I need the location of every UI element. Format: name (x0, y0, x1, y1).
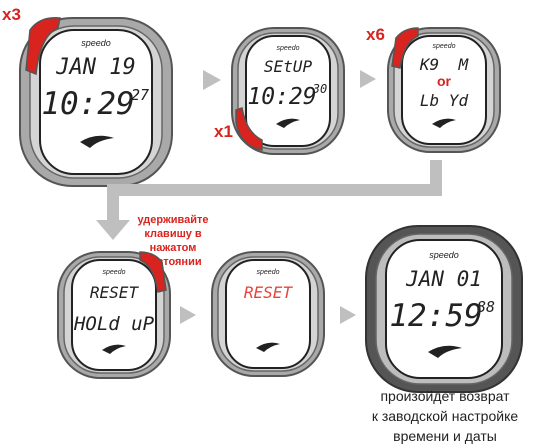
hold-note-line: нажатом (150, 242, 197, 254)
press-count-x1: x1 (214, 122, 233, 141)
caption-line: времени и даты (393, 428, 497, 444)
lcd-line-2: 10:29 (41, 86, 134, 122)
brand-logo: speedo (81, 38, 111, 48)
brand-logo: speedo (429, 250, 459, 260)
button-top-right-highlight (139, 251, 167, 293)
lcd-line-1: JAN 01 (405, 267, 482, 291)
arrow-right-icon (180, 306, 196, 324)
arrow-right-icon (203, 70, 221, 90)
watch-2: speedo SEtUP 10:29 30 (231, 27, 345, 155)
caption: произойдет возврат к заводской настройке… (372, 388, 519, 444)
speedo-logo-icon (428, 345, 462, 358)
brand-logo: speedo (277, 45, 300, 52)
hold-note-line: удерживайте (137, 214, 208, 226)
press-count-x3: x3 (2, 5, 21, 24)
lcd-or-label: or (437, 73, 452, 89)
brand-logo: speedo (257, 269, 280, 276)
caption-line: произойдет возврат (380, 388, 510, 404)
watch-4: speedo RESET HOLd uP (57, 251, 171, 379)
press-count-x6: x6 (366, 25, 385, 44)
lcd-line-2: 12:59 (389, 298, 482, 334)
arrow-down-icon (96, 220, 130, 240)
lcd-seconds: 27 (131, 86, 149, 104)
caption-line: к заводской настройке (372, 408, 519, 424)
watch-3: speedo K9 M or Lb Yd (387, 27, 501, 153)
watch-5: speedo RESET (211, 251, 325, 377)
lcd-seconds: 88 (477, 298, 495, 316)
hold-note-line: клавишу в (144, 228, 202, 240)
speedo-logo-icon (256, 342, 280, 352)
lcd-line-1: SEtUP (264, 57, 313, 76)
lcd-line-2: HOLd uP (73, 313, 155, 335)
lcd-line-1: RESET (90, 283, 140, 302)
button-top-left-highlight (25, 17, 61, 76)
connector-arrow (96, 160, 442, 240)
lcd-line-1: JAN 19 (55, 55, 135, 80)
button-bottom-left-highlight (235, 107, 263, 151)
brand-logo: speedo (103, 269, 126, 276)
arrow-right-icon (340, 306, 356, 324)
speedo-logo-icon (80, 135, 114, 148)
lcd-line-1: K9 M (419, 55, 470, 74)
lcd-line-1: RESET (244, 283, 294, 302)
lcd-line-2: 10:29 (247, 84, 316, 110)
brand-logo: speedo (433, 43, 456, 50)
arrow-right-icon (360, 70, 376, 88)
speedo-logo-icon (276, 118, 300, 128)
watch-1: speedo JAN 19 10:29 27 (19, 17, 173, 187)
speedo-logo-icon (102, 344, 126, 354)
watch-6: speedo JAN 01 12:59 88 (365, 225, 523, 393)
lcd-line-2: Lb Yd (420, 91, 469, 110)
lcd-seconds: 30 (312, 82, 327, 96)
speedo-logo-icon (432, 118, 456, 128)
button-top-left-highlight (391, 27, 419, 69)
